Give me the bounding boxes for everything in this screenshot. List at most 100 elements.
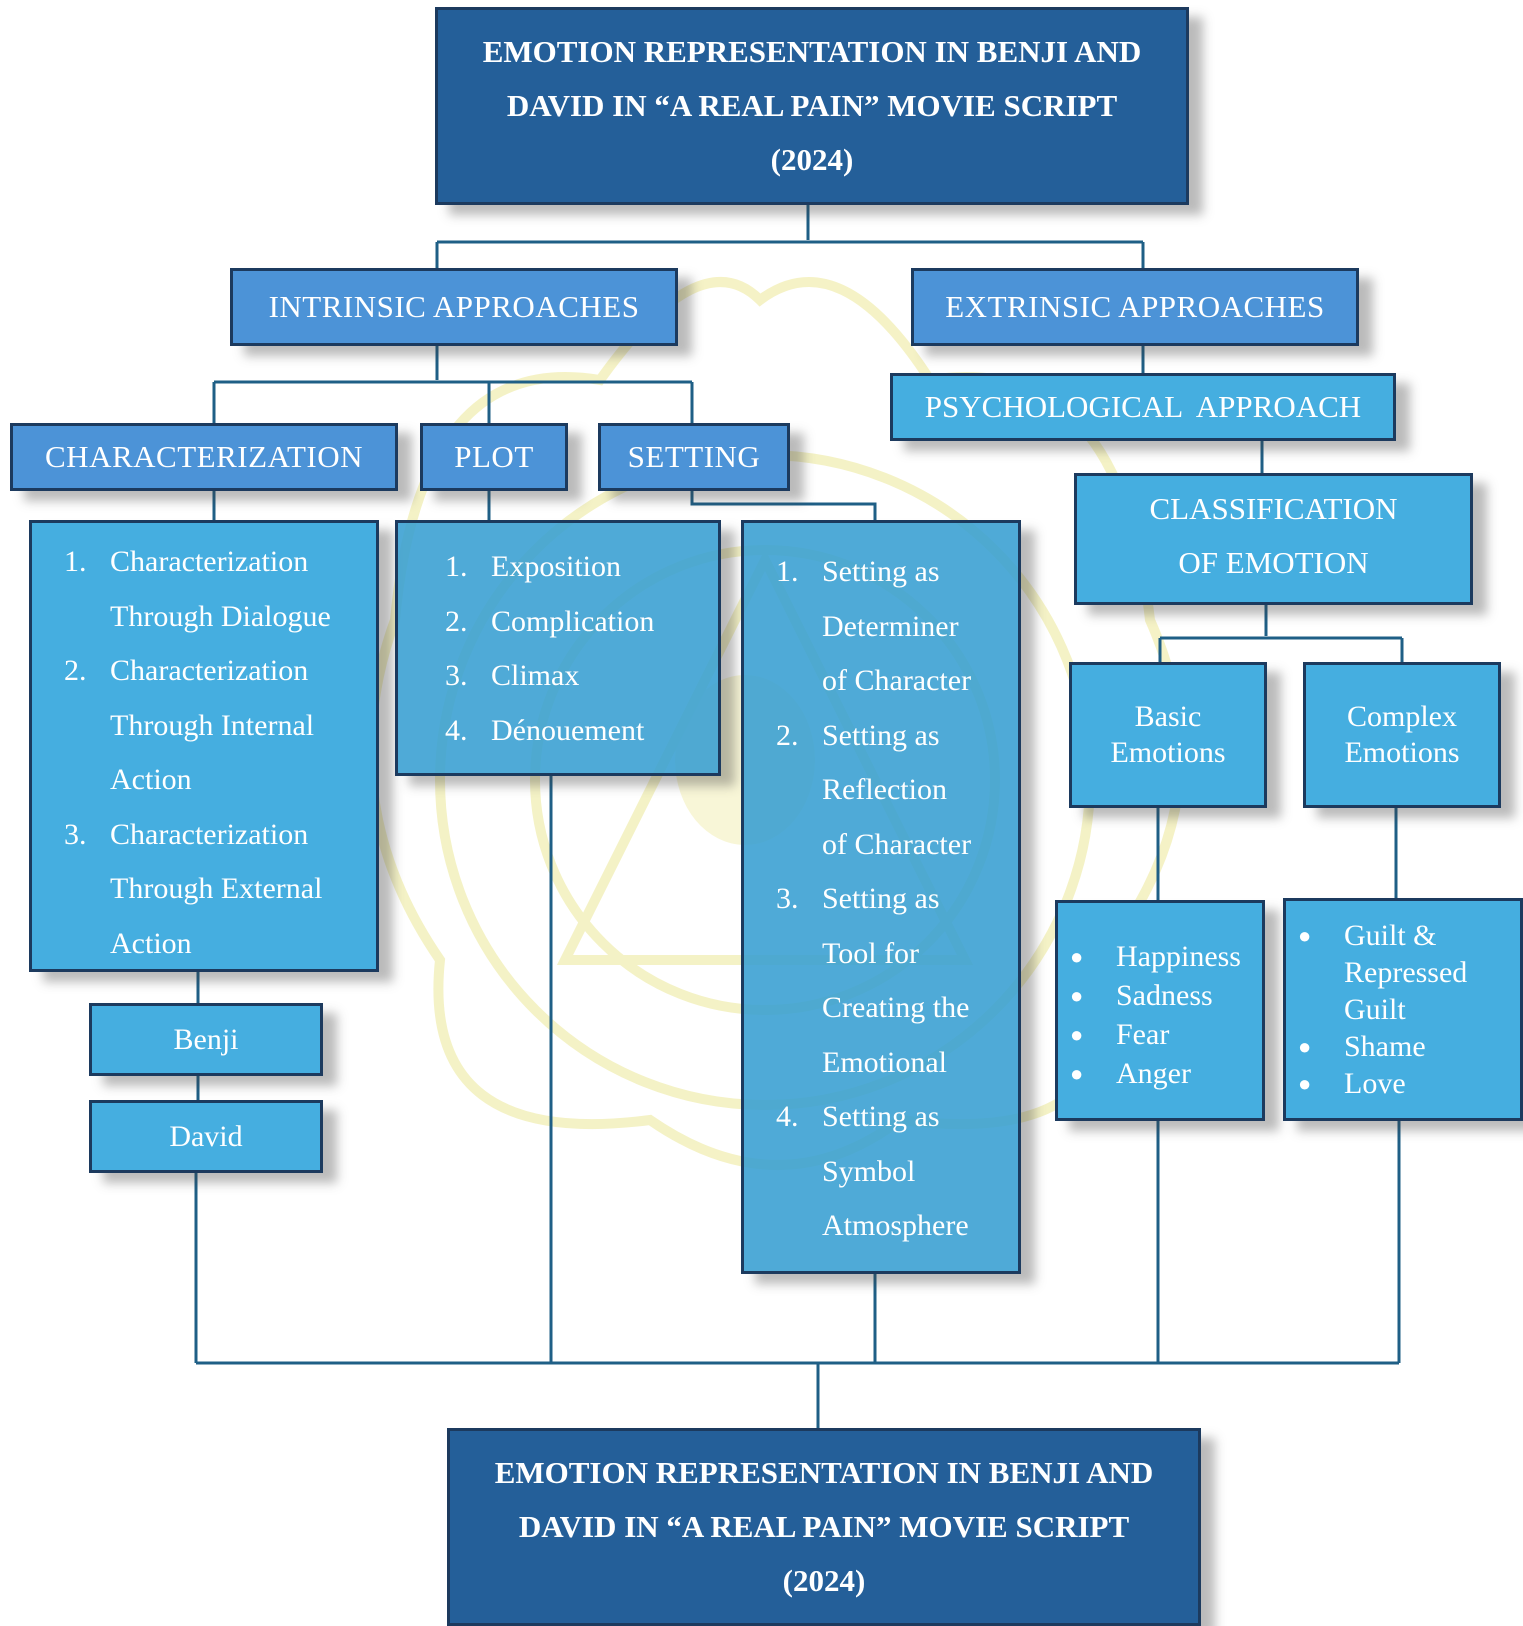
title-line-2: DAVID IN “A REAL PAIN” MOVIE SCRIPT (506, 88, 1118, 123)
characterization-label: CHARACTERIZATION (45, 439, 363, 474)
basic-emotion-label: Happiness (1116, 940, 1241, 973)
item-number: 2. (445, 604, 468, 638)
bullet-icon: ● (1298, 1034, 1312, 1059)
item-number: 1. (445, 550, 468, 583)
character-benji-box: Benji (89, 1003, 323, 1076)
classification-line-1: CLASSIFICATION (1149, 491, 1398, 526)
item-line: Characterization (110, 654, 309, 687)
setting-label: SETTING (627, 439, 761, 474)
basic-emotion-item: ● Sadness (1070, 976, 1260, 1015)
item-line: Action (110, 763, 192, 796)
item-line: Through Internal (110, 708, 315, 742)
basic-emotions-list: ● Happiness ● Sadness ● Fear ●Anger (1070, 937, 1260, 1093)
item-number: 2. (776, 718, 799, 752)
item-line: Guilt (1344, 993, 1406, 1026)
conclusion-line-2: DAVID IN “A REAL PAIN” MOVIE SCRIPT (518, 1509, 1130, 1544)
basic-emotions-box: Basic Emotions (1069, 662, 1267, 808)
characterization-box: CHARACTERIZATION (10, 423, 398, 491)
item-line: Setting as (822, 718, 940, 752)
plot-stages-box: 1.Exposition 2.Complication 3.Climax 4.D… (395, 520, 721, 776)
bullet-icon: ● (1298, 923, 1312, 948)
item-line: Atmosphere (822, 1209, 969, 1242)
intrinsic-approaches-box: INTRINSIC APPROACHES (230, 268, 678, 346)
item-line: Reflection (822, 773, 947, 806)
title-line-3: (2024) (770, 142, 854, 177)
plot-stage-item: 4. Dénouement (445, 704, 714, 759)
intrinsic-approaches-label: INTRINSIC APPROACHES (268, 289, 640, 324)
extrinsic-approaches-label: EXTRINSIC APPROACHES (945, 289, 1325, 324)
classification-line-2: OF EMOTION (1178, 545, 1369, 580)
item-number: 3. (64, 817, 87, 851)
basic-emotion-label: Sadness (1116, 979, 1213, 1012)
bullet-icon: ● (1070, 983, 1084, 1008)
psychological-approach-box: PSYCHOLOGICAL APPROACH (890, 373, 1396, 441)
item-line: Characterization (110, 545, 309, 578)
item-line: Emotional (822, 1045, 947, 1079)
setting-box: SETTING (598, 423, 790, 491)
plot-stage-item: 3.Climax (445, 649, 714, 704)
item-line: Setting as (822, 1100, 940, 1133)
character-benji-label: Benji (173, 1022, 239, 1056)
complex-emotions-line-1: Complex (1347, 700, 1457, 733)
basic-emotions-list-box: ● Happiness ● Sadness ● Fear ●Anger (1055, 900, 1265, 1121)
character-david-box: David (89, 1100, 323, 1173)
complex-emotion-label: Love (1344, 1067, 1406, 1100)
item-line: Through External (110, 872, 323, 905)
bullet-icon: ● (1070, 1022, 1084, 1047)
item-line: Symbol (822, 1154, 916, 1188)
plot-stage-item: 1. Exposition (445, 540, 714, 595)
item-line: of Character (822, 827, 972, 861)
item-number: 3. (776, 882, 799, 915)
item-line: Action (110, 926, 192, 960)
plot-stages-list: 1.Exposition 2.Complication 3.Climax 4.D… (445, 540, 714, 758)
item-line: Guilt & (1344, 919, 1437, 952)
item-number: 4. (445, 713, 468, 747)
plot-stage-label: Dénouement (491, 713, 645, 747)
item-line: Repressed (1344, 956, 1468, 989)
plot-stage-label: Exposition (491, 550, 622, 583)
setting-function-item: 2. Setting as Reflection of Character (776, 709, 1014, 873)
basic-emotion-label: Fear (1116, 1018, 1170, 1051)
item-line: Determiner (822, 609, 959, 643)
basic-emotions-line-2: Emotions (1110, 736, 1226, 769)
item-line: Creating the (822, 991, 970, 1024)
extrinsic-approaches-box: EXTRINSIC APPROACHES (911, 268, 1359, 346)
item-line: Tool for (822, 936, 920, 970)
basic-emotion-item: ●Anger (1070, 1054, 1260, 1093)
item-number: 3. (445, 659, 468, 692)
title-line-1: EMOTION REPRESENTATION IN BENJI AND (482, 34, 1142, 69)
conclusion-line-3: (2024) (782, 1563, 866, 1598)
complex-emotions-line-2: Emotions (1344, 736, 1460, 769)
classification-of-emotion-box: CLASSIFICATION OF EMOTION (1074, 473, 1473, 605)
complex-emotion-label: Shame (1344, 1030, 1426, 1063)
bullet-icon: ● (1298, 1071, 1312, 1096)
item-line: Through Dialogue (110, 599, 331, 633)
item-line: of Character (822, 664, 972, 697)
item-number: 2. (64, 654, 87, 687)
complex-emotion-item: ● Shame (1298, 1028, 1518, 1065)
basic-emotion-label: Anger (1116, 1057, 1191, 1090)
complex-emotions-box: Complex Emotions (1303, 662, 1501, 808)
complex-emotion-item: ● Love (1298, 1065, 1518, 1102)
item-line: Setting as (822, 882, 940, 915)
plot-label: PLOT (454, 439, 534, 474)
psychological-approach-label: PSYCHOLOGICAL APPROACH (924, 389, 1362, 424)
item-line: Characterization (110, 817, 309, 851)
item-line: Setting as (822, 555, 940, 588)
conclusion-box: EMOTION REPRESENTATION IN BENJI AND DAVI… (447, 1428, 1201, 1626)
basic-emotion-item: ● Fear (1070, 1015, 1260, 1054)
bullet-icon: ● (1070, 944, 1084, 969)
item-number: 1. (64, 545, 87, 578)
